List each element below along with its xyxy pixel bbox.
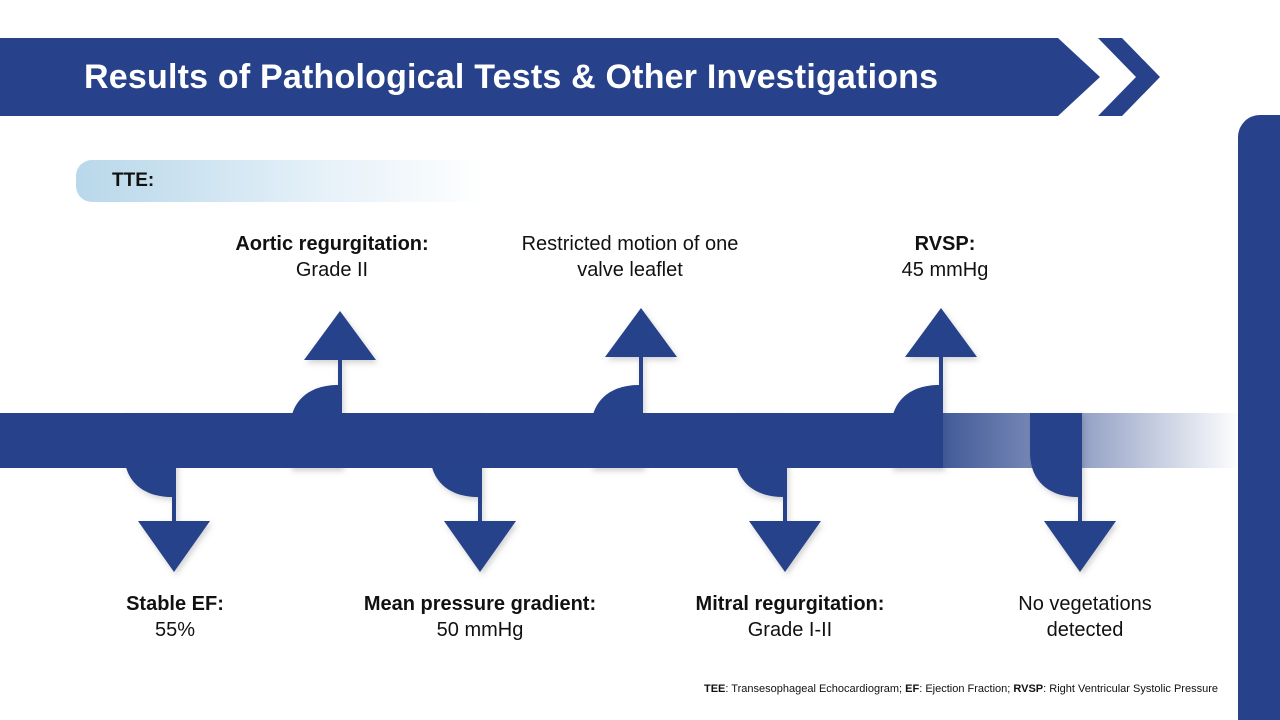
node-title: Mitral regurgitation: [695,593,885,615]
node-value: 45 mmHg [901,258,989,281]
node-title: Restricted motion of one [521,233,739,255]
chevron-right-icon [1098,38,1160,116]
node-value: valve leaflet [577,258,683,281]
footnote-text-tee: : Transesophageal Echocardiogram; [725,683,906,695]
node-label-top-0: Aortic regurgitation: Grade II [152,232,512,283]
node-title: Mean pressure gradient: [363,593,597,615]
node-title: Stable EF: [126,593,224,615]
node-label-bottom-0: Stable EF: 55% [40,592,310,643]
section-chip-label: TTE: [112,170,155,191]
footnote-text-ef: : Ejection Fraction; [919,683,1014,695]
node-label-bottom-3: No vegetations detected [940,592,1230,643]
node-value: 50 mmHg [436,618,524,641]
node-label-top-2: RVSP: 45 mmHg [800,232,1090,283]
main-timeline-bar [0,413,1240,468]
node-title: No vegetations [1018,593,1152,615]
node-label-top-1: Restricted motion of one valve leaflet [470,232,790,283]
title-banner-shape [0,38,1100,116]
footnote-abbr-tee: TEE [703,683,726,695]
section-chip-tte: TTE: [76,160,486,202]
node-value: Grade II [295,258,369,281]
node-label-bottom-2: Mitral regurgitation: Grade I-II [640,592,940,643]
node-value: 55% [154,618,196,641]
node-title: RVSP: [914,233,976,255]
node-title: Aortic regurgitation: [235,233,429,255]
node-value: Grade I-II [747,618,833,641]
page-title: Results of Pathological Tests & Other In… [84,57,939,96]
footnote-abbreviations: TEE: Transesophageal Echocardiogram; EF:… [704,683,1218,695]
right-edge-accent-bar [1238,115,1280,720]
node-label-bottom-1: Mean pressure gradient: 50 mmHg [330,592,630,643]
title-banner: Results of Pathological Tests & Other In… [0,38,1100,116]
footnote-text-rvsp: : Right Ventricular Systolic Pressure [1043,683,1218,695]
footnote-abbr-ef: EF [905,683,920,695]
footnote-abbr-rvsp: RVSP [1013,683,1044,695]
node-value: detected [1046,618,1124,641]
